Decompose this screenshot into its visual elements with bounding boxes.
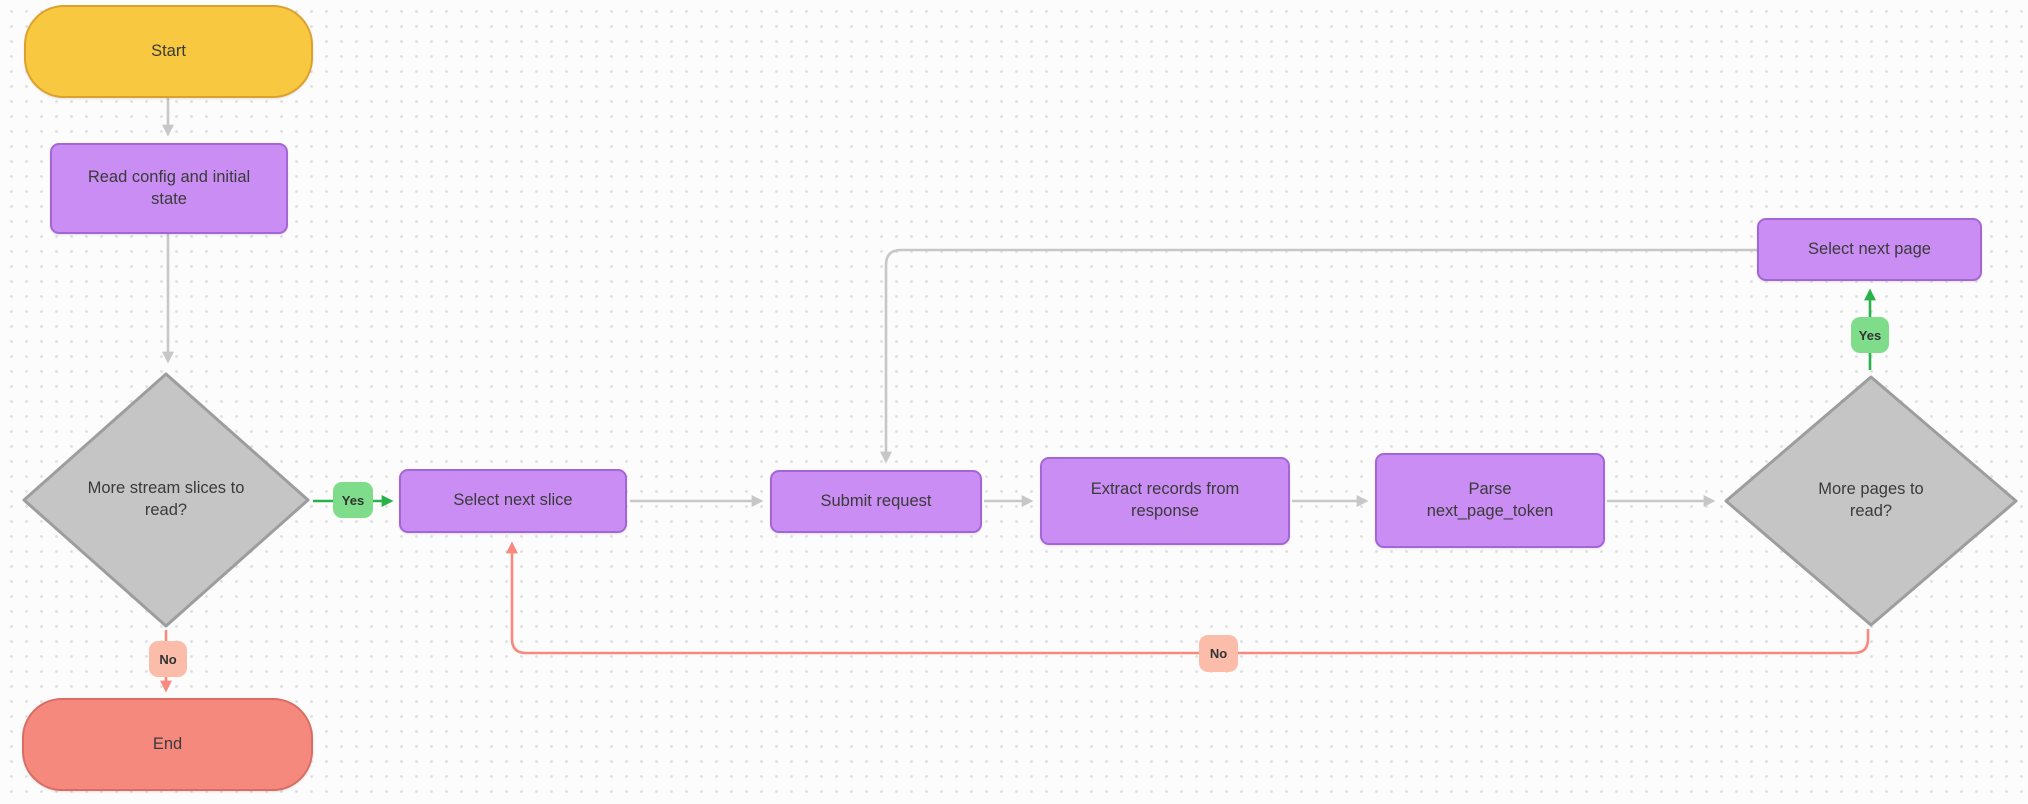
node-read-config[interactable]: Read config and initial state — [50, 143, 288, 234]
node-start[interactable]: Start — [24, 5, 313, 98]
node-submit-request[interactable]: Submit request — [770, 470, 982, 533]
edge-label-text: Yes — [1858, 327, 1882, 343]
edge-more-pages-no — [506, 541, 1870, 655]
edge-select-page-to-submit — [880, 248, 1757, 464]
node-read-config-label: Read config and initial state — [87, 167, 251, 208]
node-select-next-page-label: Select next page — [1808, 239, 1931, 258]
edge-label-text: No — [1209, 646, 1228, 661]
edge-label-text: Yes — [341, 492, 365, 508]
edge-label-more-slices-no[interactable]: No — [149, 641, 187, 677]
node-more-pages-label: More pages to read? — [1818, 480, 1924, 520]
node-parse-token[interactable]: Parse next_page_token — [1375, 453, 1605, 548]
node-select-next-slice-label: Select next slice — [453, 491, 573, 510]
node-extract-records[interactable]: Extract records from response — [1040, 457, 1290, 545]
node-more-slices-label: More stream slices to read? — [87, 479, 245, 519]
edge-label-more-pages-no[interactable]: No — [1199, 635, 1238, 672]
node-more-pages[interactable]: More pages to read? — [1722, 373, 2020, 629]
edge-label-text: No — [159, 651, 177, 667]
node-submit-request-label: Submit request — [820, 491, 932, 510]
node-start-label: Start — [151, 41, 186, 60]
node-parse-token-label: Parse next_page_token — [1426, 479, 1554, 520]
node-select-next-page[interactable]: Select next page — [1757, 218, 1982, 281]
node-more-slices[interactable]: More stream slices to read? — [20, 370, 312, 630]
edge-label-more-pages-yes[interactable]: Yes — [1851, 317, 1889, 353]
diamond-shape — [22, 372, 310, 628]
node-select-next-slice[interactable]: Select next slice — [399, 469, 627, 533]
node-end-label: End — [152, 734, 183, 753]
node-end[interactable]: End — [22, 698, 313, 791]
edge-label-more-slices-yes[interactable]: Yes — [333, 482, 373, 518]
node-extract-records-label: Extract records from response — [1090, 480, 1240, 520]
